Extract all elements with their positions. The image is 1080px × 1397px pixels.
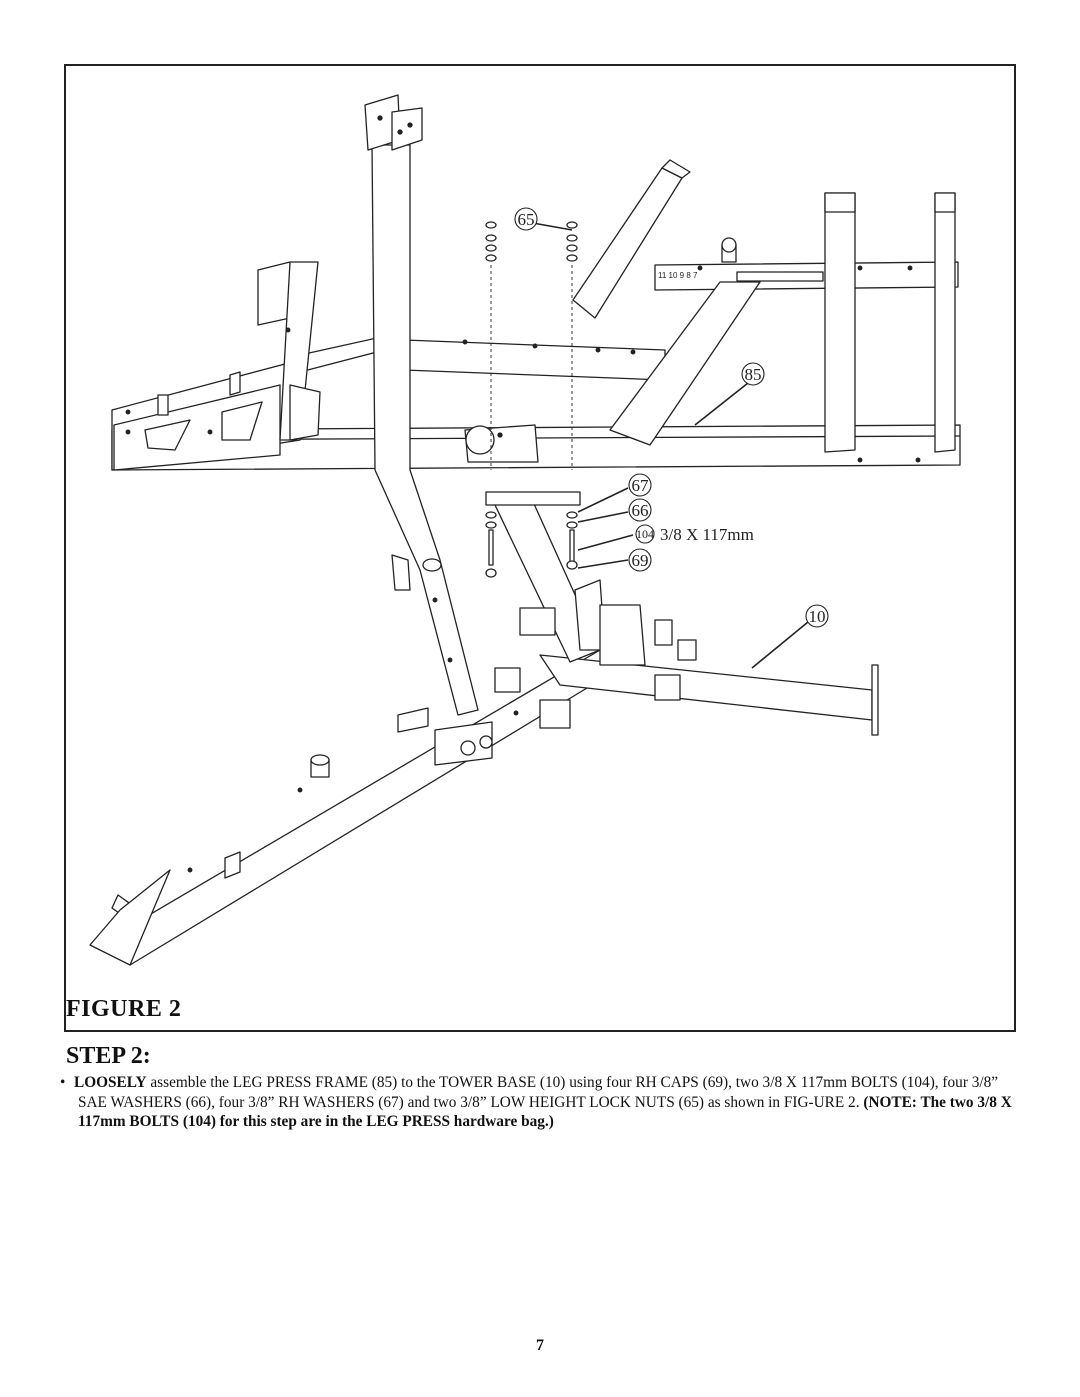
seat-back-assembly: [111, 261, 321, 471]
hardware-stack-left: [485, 221, 497, 578]
page-number: 7: [536, 1337, 544, 1354]
step-title: STEP 2:: [66, 1043, 151, 1069]
callout-65: 65: [518, 210, 535, 229]
upper-crossbar: [299, 331, 666, 381]
instruction-text: assemble the LEG PRESS FRAME (85) to the…: [78, 1074, 999, 1111]
hardware-stack-right: [566, 221, 578, 570]
callout-104: 104: [636, 527, 654, 541]
tower-base: [89, 491, 879, 966]
callout-66: 66: [632, 501, 649, 520]
figure-frame: [64, 64, 1016, 1032]
figure-title: FIGURE 2: [66, 996, 182, 1022]
callout-69: 69: [632, 551, 649, 570]
bolt-size-label: 3/8 X 117mm: [660, 525, 754, 544]
rear-rail: 11 10 9 8 7: [654, 192, 959, 453]
callout-circles: [514, 207, 829, 628]
assembly-diagram: 11 10 9 8 7: [89, 94, 961, 966]
bullet-icon: •: [60, 1074, 66, 1091]
step-instructions: • LOOSELY assemble the LEG PRESS FRAME (…: [60, 1073, 1020, 1132]
diagonal-brace: [572, 159, 761, 446]
scale-label: 11 10 9 8 7: [658, 271, 698, 280]
callout-67: 67: [632, 476, 650, 495]
callout-85: 85: [745, 365, 762, 384]
instruction-lead: LOOSELY: [74, 1074, 147, 1091]
seat-pad-mount: [464, 424, 539, 463]
callout-10: 10: [809, 607, 826, 626]
instruction-note: (NOTE: The two 3/8 X 117mm BOLTS (104) f…: [78, 1093, 1012, 1131]
tower-upright: [364, 94, 479, 716]
